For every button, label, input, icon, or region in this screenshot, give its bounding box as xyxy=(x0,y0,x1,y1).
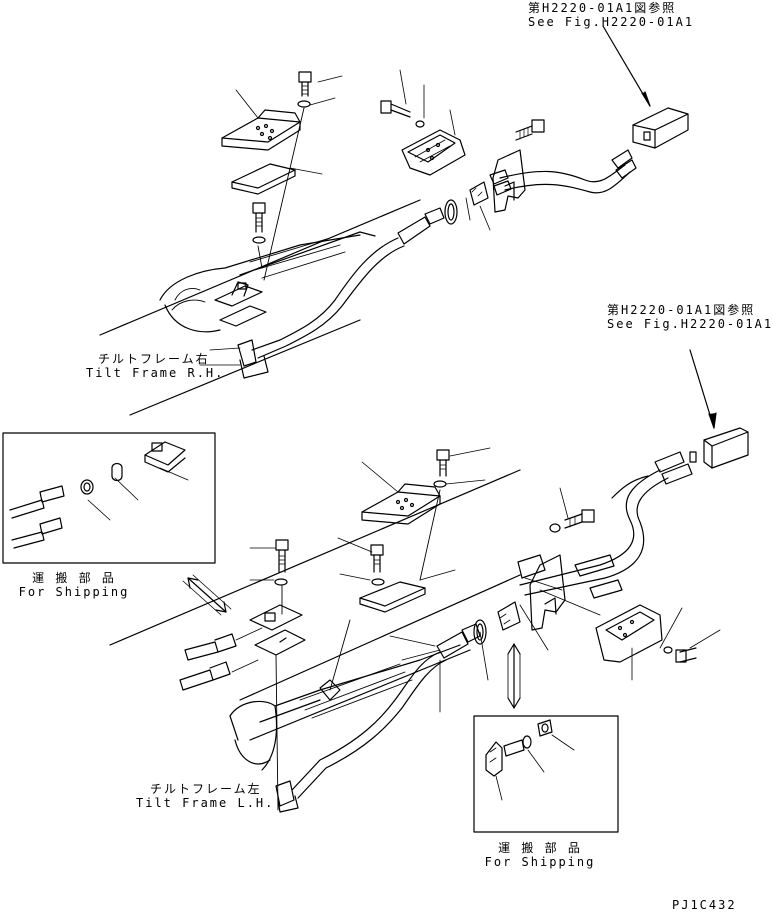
reference-note-middle: 第H2220-01A1図参照 See Fig.H2220-01A1 xyxy=(607,303,773,331)
shipping-label-right-en: For Shipping xyxy=(484,855,596,869)
hose-clamp-upper xyxy=(401,129,466,176)
reference-box-upper xyxy=(632,107,689,149)
clamp-bracket-upper xyxy=(221,109,301,151)
coupler-block-lower xyxy=(473,554,566,645)
bolt-right-upper xyxy=(515,119,545,141)
reference-box-lower xyxy=(689,427,749,469)
hose-pair-upper xyxy=(489,149,637,196)
long-hose-lower xyxy=(275,623,481,813)
reference-note-top-en: See Fig.H2220-01A1 xyxy=(528,15,695,29)
lower-assembly xyxy=(109,349,749,813)
clamp-bracket-lower xyxy=(361,483,441,525)
shipping-label-left-en: For Shipping xyxy=(18,585,130,599)
coupler-block-upper xyxy=(444,149,526,225)
bolt-right-lower xyxy=(549,509,595,533)
hose-pair-lower xyxy=(519,451,693,599)
bolt-lower-mid xyxy=(370,544,385,586)
double-arrow-left xyxy=(182,574,232,616)
double-arrow-right xyxy=(507,643,521,709)
long-hose-upper xyxy=(237,207,445,379)
hose-clamp-lower xyxy=(595,604,697,663)
shipping-box-right xyxy=(473,715,619,833)
tilt-frame-lh-label: チルトフレーム左 Tilt Frame L.H. xyxy=(136,782,274,810)
tilt-frame-lh-en: Tilt Frame L.H. xyxy=(136,796,275,810)
reference-note-middle-en: See Fig.H2220-01A1 xyxy=(607,317,773,331)
bolt-upper xyxy=(297,71,312,108)
shipping-label-right-jp: 運 搬 部 品 xyxy=(498,841,582,855)
reference-note-middle-jp: 第H2220-01A1図参照 xyxy=(607,303,756,317)
bolt-lower-top xyxy=(433,449,450,488)
tilt-frame-rh-label: チルトフレーム右 Tilt Frame R.H. xyxy=(86,352,224,380)
tilt-frame-lh-jp: チルトフレーム左 xyxy=(150,782,262,796)
tilt-frame-rh-jp: チルトフレーム右 xyxy=(98,352,210,366)
bolt-mid-upper xyxy=(252,202,266,244)
shipping-label-right: 運 搬 部 品 For Shipping xyxy=(484,841,596,869)
reference-note-top: 第H2220-01A1図参照 See Fig.H2220-01A1 xyxy=(528,1,694,29)
shipping-box-left xyxy=(2,432,216,564)
shipping-label-left: 運 搬 部 品 For Shipping xyxy=(18,571,130,599)
upper-assembly xyxy=(99,25,689,416)
bolt-lower-left xyxy=(274,539,289,586)
shipping-label-left-jp: 運 搬 部 品 xyxy=(32,571,116,585)
tilt-frame-rh-en: Tilt Frame R.H. xyxy=(86,366,225,380)
reference-note-top-jp: 第H2220-01A1図参照 xyxy=(528,1,677,15)
drawing-code: PJ1C432 xyxy=(672,898,737,912)
bolt-small-upper xyxy=(380,100,425,128)
